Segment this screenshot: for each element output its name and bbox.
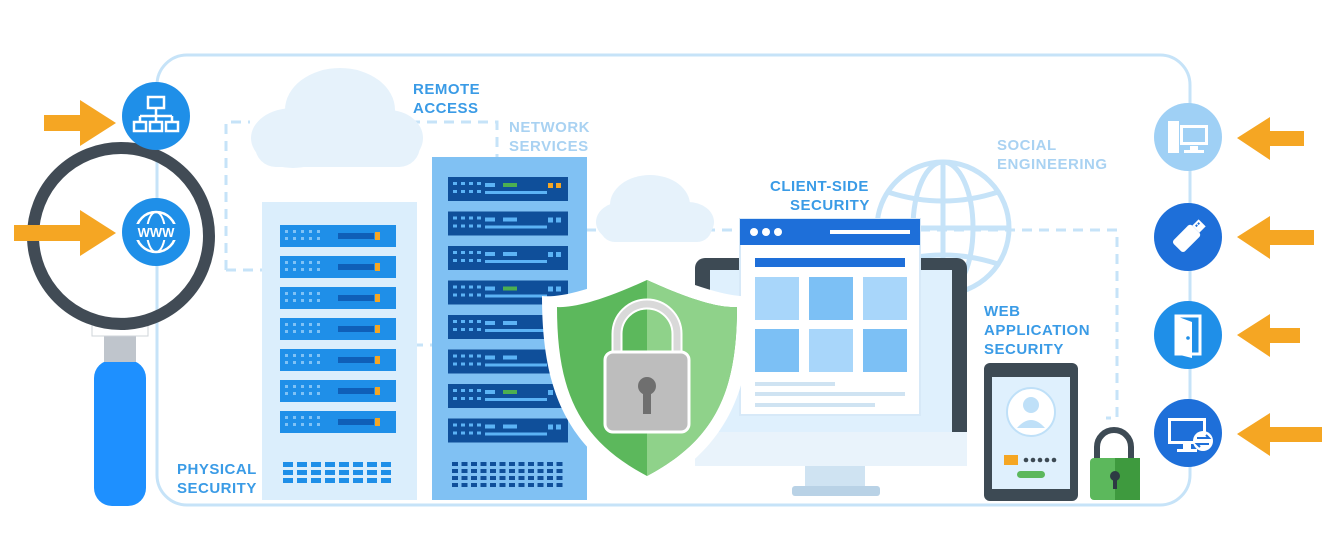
server-unit (448, 211, 568, 236)
physical-server-rack (262, 202, 417, 500)
browser-tile (863, 329, 907, 372)
server-unit (280, 380, 396, 402)
browser-tile (863, 277, 907, 320)
arrow-left-icon (1237, 314, 1300, 357)
left-arrows (14, 100, 116, 256)
browser-tile (755, 277, 799, 320)
physical-server-vents (283, 462, 391, 483)
padlock-icon (1090, 427, 1140, 500)
magnifying-glass-icon (27, 142, 215, 506)
browser-tile (809, 277, 853, 320)
server-unit (448, 246, 568, 270)
server-unit (280, 256, 396, 278)
outer-frame (155, 53, 1192, 507)
shield-lock-icon (542, 265, 752, 492)
network-server-units (448, 177, 568, 443)
arrow-right-icon (14, 210, 116, 256)
server-unit (280, 349, 396, 371)
door-exit-icon (1154, 301, 1222, 369)
right-arrows (1237, 117, 1322, 456)
arrow-left-icon (1237, 117, 1304, 160)
server-unit (448, 177, 568, 201)
remote-desktop-icon (1154, 399, 1222, 467)
arrow-left-icon (1237, 216, 1314, 259)
physical-server-units (280, 225, 396, 433)
usb-drive-icon (1154, 203, 1222, 271)
server-unit (448, 384, 568, 408)
server-unit (280, 411, 396, 433)
arrow-left-icon (1237, 413, 1322, 456)
server-unit (448, 418, 568, 443)
browser-tiles (755, 277, 907, 372)
network-server-vents (452, 462, 563, 487)
server-unit (280, 318, 396, 340)
server-unit (280, 287, 396, 309)
network-topology-icon (122, 82, 190, 150)
arrow-right-icon (44, 100, 116, 146)
browser-window (739, 218, 921, 416)
desktop-computer-icon (1154, 103, 1222, 171)
browser-tile (809, 329, 853, 372)
server-unit (280, 225, 396, 247)
www-globe-icon: WWW (122, 198, 190, 266)
mobile-phone (984, 363, 1078, 501)
www-text: WWW (138, 225, 176, 240)
browser-tile (755, 329, 799, 372)
cloud-network (596, 175, 714, 242)
cloud-remote-access (251, 68, 423, 168)
